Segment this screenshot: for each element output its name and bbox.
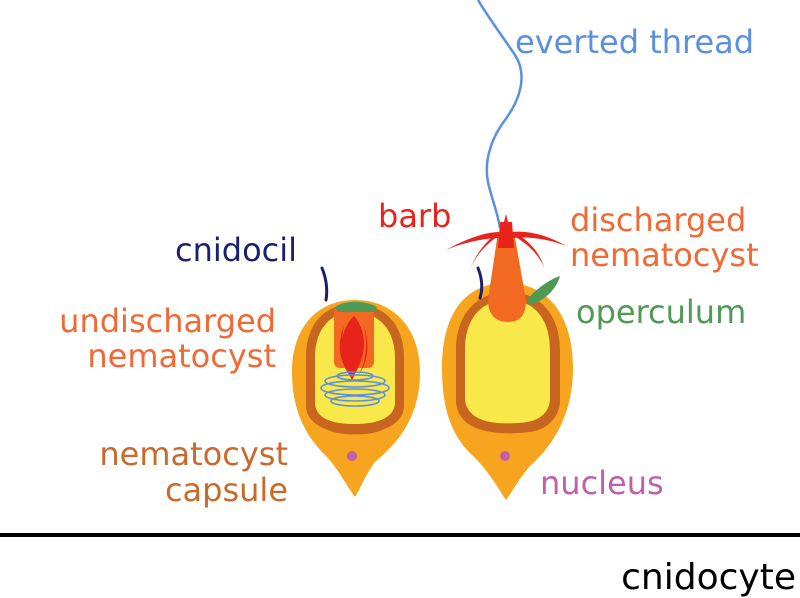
label-capsule-line2: capsule	[164, 471, 288, 509]
label-cnidocil: cnidocil	[175, 231, 298, 269]
label-undischarged-nematocyst: undischarged nematocyst	[59, 304, 276, 374]
right-operculum	[527, 276, 560, 305]
label-undischarged-line1: undischarged	[59, 302, 276, 340]
label-nematocyst-capsule: nematocyst capsule	[99, 436, 288, 508]
everted-thread-line	[476, 0, 523, 229]
left-cnidocil	[320, 266, 329, 302]
left-nucleus	[347, 451, 357, 461]
label-capsule-line1: nematocyst	[99, 435, 288, 473]
undischarged-cell	[292, 266, 420, 497]
discharged-cell	[442, 214, 573, 500]
baseline-divider	[0, 533, 800, 537]
diagram-title: cnidocyte	[621, 557, 796, 598]
label-discharged-line2: nematocyst	[570, 236, 759, 274]
right-cnidocil	[476, 266, 484, 300]
label-undischarged-line2: nematocyst	[87, 337, 276, 375]
left-barbs-red	[339, 316, 368, 380]
label-barb: barb	[378, 197, 452, 235]
left-coiled-thread	[320, 371, 390, 407]
label-operculum: operculum	[576, 293, 747, 331]
label-nucleus: nucleus	[540, 464, 664, 502]
left-cap-green	[335, 301, 377, 312]
right-nucleus	[500, 451, 510, 461]
right-barbs	[446, 214, 566, 270]
label-everted-thread: everted thread	[515, 23, 755, 61]
right-tube-orange	[488, 232, 526, 322]
label-discharged-nematocyst: discharged nematocyst	[570, 203, 759, 273]
label-discharged-line1: discharged	[570, 201, 747, 239]
right-capsule-fill	[465, 300, 550, 424]
